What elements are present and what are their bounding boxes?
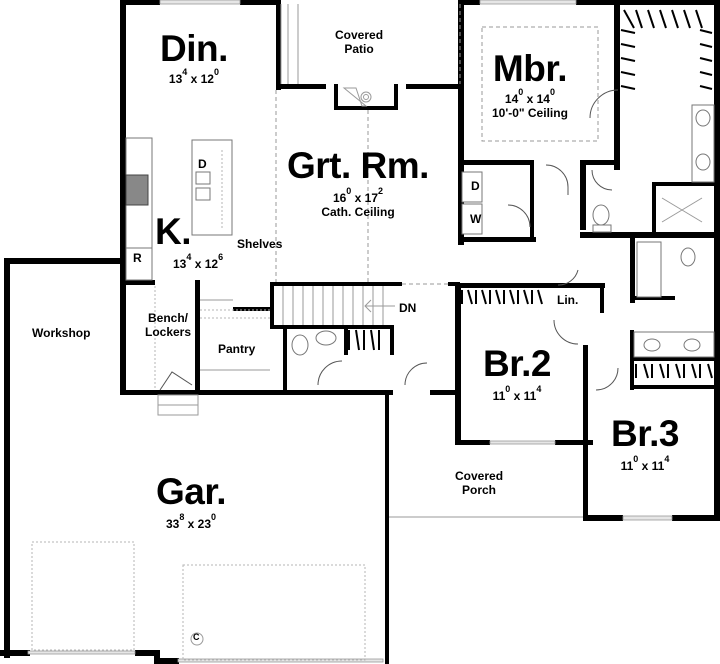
room-covered-porch: Covered Porch	[455, 469, 504, 497]
room-pantry: Pantry	[218, 342, 256, 356]
dryer-label: D	[471, 179, 480, 193]
door-swings	[159, 89, 619, 391]
room-din-title: Din.	[160, 28, 228, 69]
room-br2-title: Br.2	[483, 343, 551, 384]
dishwasher-label: D	[198, 157, 207, 171]
washer-label: W	[470, 212, 482, 226]
garage-c-marker: C	[193, 632, 200, 642]
garage-outlines	[31, 541, 366, 661]
stair-treads	[282, 286, 395, 325]
patio-porch-lines	[280, 4, 583, 518]
room-kitchen-title: K.	[155, 211, 192, 252]
ceiling-lines	[275, 26, 599, 285]
room-garage: Gar. 338 x 230	[156, 471, 227, 531]
room-workshop: Workshop	[32, 326, 91, 340]
shelves-label: Shelves	[237, 237, 283, 251]
room-bench-lockers: Bench/ Lockers	[145, 311, 192, 339]
room-mbr-ceiling: 10'-0" Ceiling	[492, 106, 568, 120]
closet-hangers	[348, 9, 713, 379]
room-grt-rm-title: Grt. Rm.	[287, 145, 429, 186]
room-din: Din. 134 x 120	[160, 30, 228, 86]
refrigerator-label: R	[133, 251, 142, 265]
room-garage-title: Gar.	[156, 471, 227, 512]
room-br3: Br.3 110 x 114	[611, 415, 679, 473]
room-mbr-dims: 140 x 140	[504, 87, 555, 106]
stairs-down-label: DN	[399, 301, 417, 315]
room-br2-dims: 110 x 114	[492, 384, 542, 403]
room-br2: Br.2 110 x 114	[483, 345, 551, 403]
room-grt-rm: Grt. Rm. 160 x 172 Cath. Ceiling	[287, 147, 429, 219]
room-grt-rm-dims: 160 x 172	[332, 186, 384, 205]
room-mbr: Mbr. 140 x 140 10'-0" Ceiling	[492, 50, 568, 120]
room-garage-dims: 338 x 230	[165, 512, 217, 531]
room-covered-patio: Covered Patio	[335, 28, 384, 56]
kitchen-fixtures	[125, 137, 270, 416]
room-mbr-title: Mbr.	[492, 48, 568, 89]
room-din-dims: 134 x 120	[168, 67, 219, 86]
room-br3-dims: 110 x 114	[620, 454, 670, 473]
linen-closet-label: Lin.	[557, 293, 579, 307]
bath-fixtures	[291, 104, 715, 358]
room-br3-title: Br.3	[611, 413, 679, 454]
room-kitchen-dims: 134 x 126	[173, 252, 224, 271]
room-grt-rm-ceiling: Cath. Ceiling	[321, 205, 395, 219]
